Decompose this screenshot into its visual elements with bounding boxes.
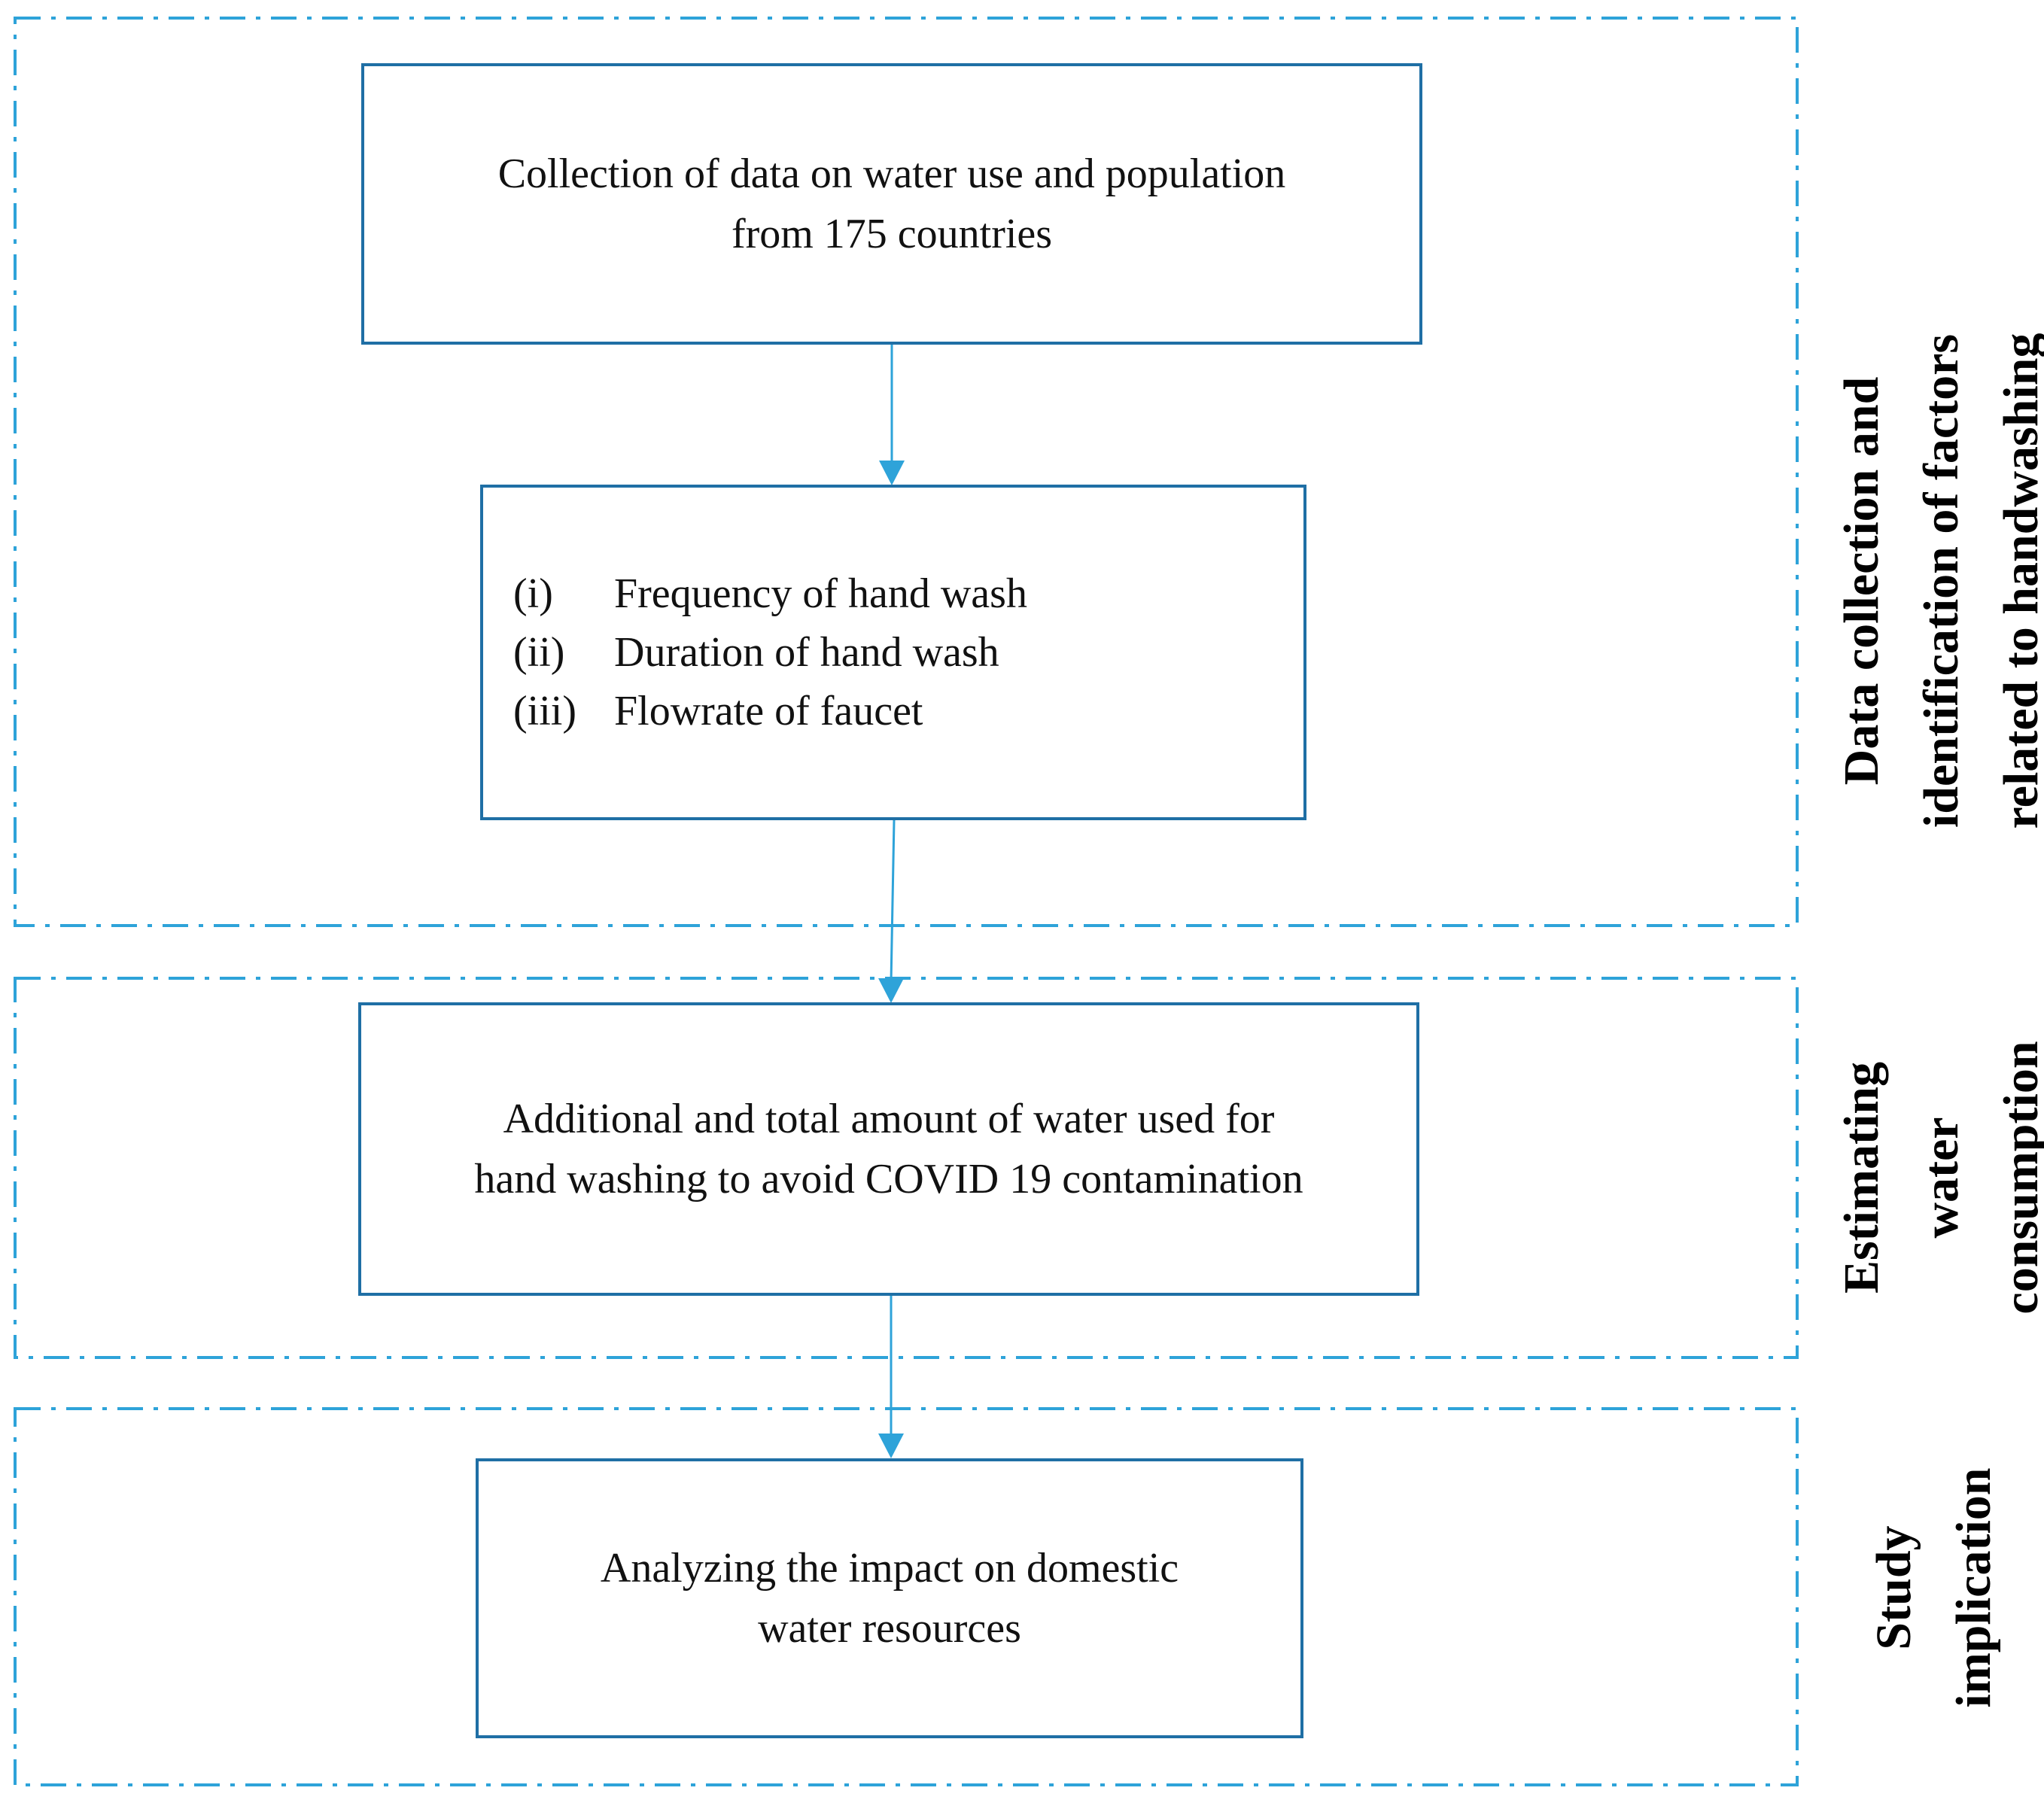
factor-marker: (iii) <box>513 688 576 734</box>
arrow-line-2 <box>890 819 896 984</box>
section-label-implication: Study implication <box>1866 1467 2001 1708</box>
impact-analysis-text: Analyzing the impact on domestic water r… <box>600 1545 1179 1652</box>
section-frame-data-collection <box>14 17 1799 927</box>
section-frame-estimation <box>14 977 1799 1359</box>
data-collection-text: Collection of data on water use and popu… <box>497 150 1286 257</box>
section-label-estimation: Estimating water consumption <box>1834 1041 2044 1315</box>
factor-text: Flowrate of faucet <box>614 688 923 734</box>
arrow-head-1 <box>879 461 905 485</box>
impact-analysis-box: Analyzing the impact on domestic water r… <box>476 1458 1303 1738</box>
water-estimation-text: Additional and total amount of water use… <box>474 1096 1303 1202</box>
factor-marker: (i) <box>513 570 553 617</box>
factor-text: Duration of hand wash <box>614 629 999 676</box>
water-estimation-box: Additional and total amount of water use… <box>358 1002 1419 1296</box>
factor-text: Frequency of hand wash <box>614 570 1027 617</box>
section-frame-implication <box>14 1407 1799 1786</box>
factor-item-duration: (ii) Duration of hand wash <box>513 623 1027 682</box>
factors-box: (i) Frequency of hand wash (ii) Duration… <box>480 485 1306 820</box>
section-label-data-collection: Data collection and identification of fa… <box>1834 333 2044 829</box>
factor-item-flowrate: (iii) Flowrate of faucet <box>513 682 1027 740</box>
data-collection-box: Collection of data on water use and popu… <box>361 63 1422 345</box>
arrow-head-3 <box>878 1434 904 1458</box>
factor-list: (i) Frequency of hand wash (ii) Duration… <box>483 564 1027 740</box>
factor-item-frequency: (i) Frequency of hand wash <box>513 564 1027 623</box>
arrow-head-2 <box>878 978 904 1003</box>
factor-marker: (ii) <box>513 629 565 676</box>
